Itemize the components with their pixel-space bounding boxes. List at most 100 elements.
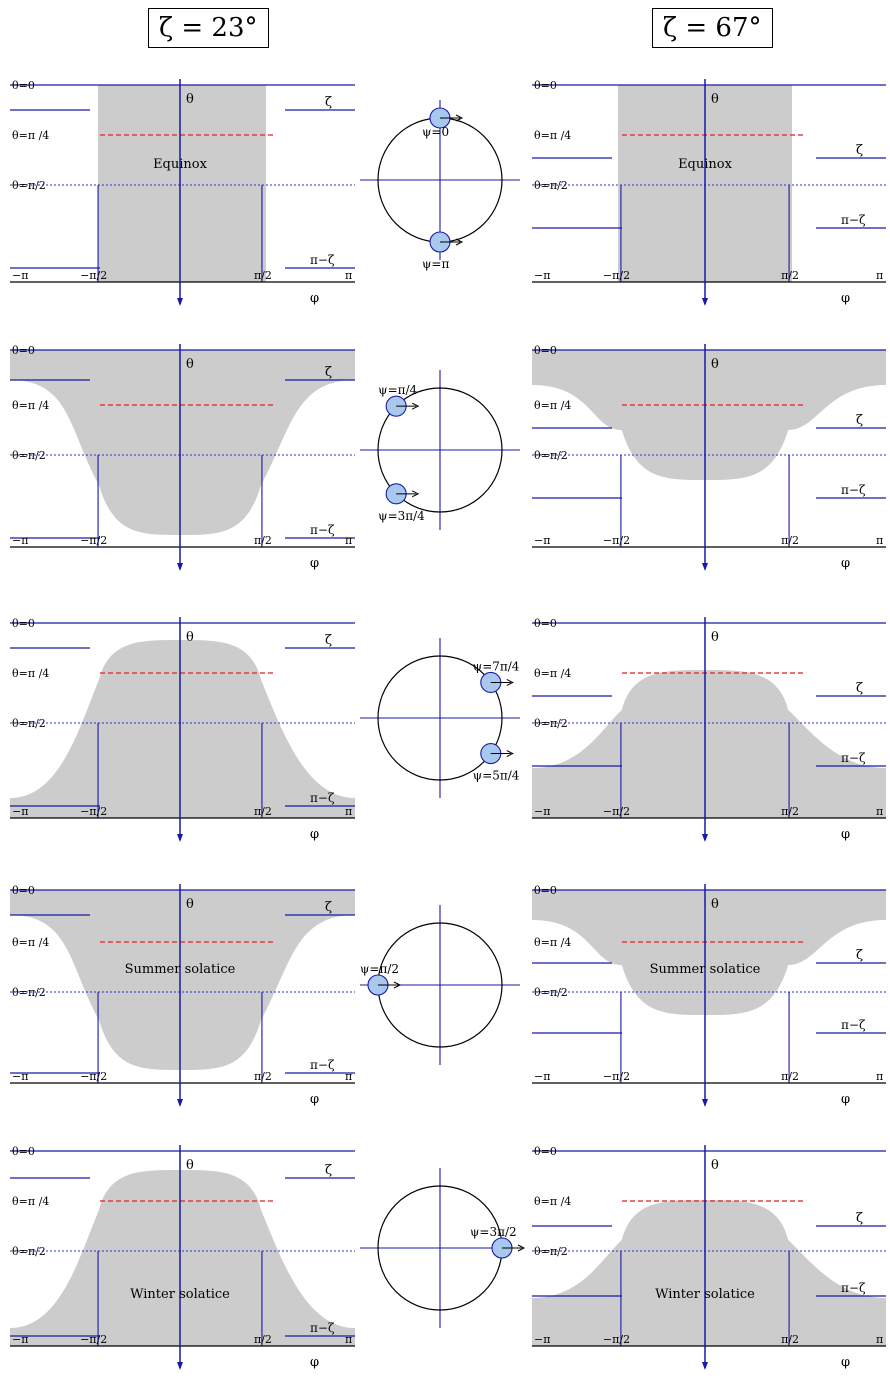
theta-axis-arrowhead — [702, 563, 708, 571]
tick-minus-pi-over-2: −π/2 — [80, 1070, 107, 1083]
tick-pi: π — [876, 269, 883, 282]
planet-arrowhead — [506, 750, 514, 758]
label-phi-axis: φ — [841, 827, 850, 842]
label-theta-pi-over-4: θ=π /4 — [12, 129, 49, 142]
tick-minus-pi-over-2: −π/2 — [603, 534, 630, 547]
shaded-region — [98, 85, 266, 282]
label-theta-zero: θ=0 — [12, 617, 35, 630]
label-phi-axis: φ — [310, 1092, 319, 1107]
tick-minus-pi: −π — [12, 805, 28, 818]
label-theta-axis: θ — [711, 897, 719, 912]
label-theta-pi-over-2: θ=π/2 — [534, 1245, 568, 1258]
label-phi-axis: φ — [841, 556, 850, 571]
tick-pi-over-2: π/2 — [781, 1070, 799, 1083]
header-zeta-67: ζ = 67° — [652, 8, 773, 48]
label-phi-axis: φ — [310, 1355, 319, 1370]
tick-pi-over-2: π/2 — [254, 269, 272, 282]
orbit-row-2: ψ=π/4ψ=3π/4 — [360, 370, 520, 530]
label-zeta: ζ — [856, 681, 863, 696]
tick-pi: π — [345, 1333, 352, 1346]
theta-axis-arrowhead — [702, 1099, 708, 1107]
theta-axis-arrowhead — [702, 298, 708, 306]
planet-arrowhead — [393, 981, 402, 989]
label-theta-pi-over-4: θ=π /4 — [12, 399, 49, 412]
label-zeta: ζ — [856, 413, 863, 428]
label-zeta: ζ — [325, 365, 332, 380]
label-pi-minus-zeta: π−ζ — [310, 523, 335, 537]
orbit-row-5: ψ=3π/2 — [360, 1168, 526, 1328]
orbit-marker-label: ψ=π — [422, 257, 449, 271]
planet-arrowhead — [455, 114, 464, 122]
orbit-row-4: ψ=π/2 — [360, 905, 520, 1065]
theta-axis-arrowhead — [177, 298, 183, 306]
label-phi-axis: φ — [841, 291, 850, 306]
label-pi-minus-zeta: π−ζ — [841, 751, 866, 765]
tick-pi: π — [345, 805, 352, 818]
tick-minus-pi: −π — [534, 534, 550, 547]
orbit-row-1: ψ=0ψ=π — [360, 100, 520, 271]
tick-pi-over-2: π/2 — [254, 805, 272, 818]
tick-minus-pi: −π — [12, 1333, 28, 1346]
label-theta-pi-over-2: θ=π/2 — [534, 179, 568, 192]
theta-axis-arrowhead — [702, 1362, 708, 1370]
label-theta-pi-over-2: θ=π/2 — [12, 179, 46, 192]
tick-pi-over-2: π/2 — [254, 1070, 272, 1083]
tick-pi-over-2: π/2 — [781, 269, 799, 282]
theta-axis-arrowhead — [702, 834, 708, 842]
planet-arrowhead — [411, 402, 420, 410]
label-theta-zero: θ=0 — [12, 79, 35, 92]
label-theta-zero: θ=0 — [12, 1145, 35, 1158]
tick-minus-pi: −π — [12, 534, 28, 547]
caption-season: Winter solatice — [655, 1287, 755, 1302]
label-theta-zero: θ=0 — [12, 344, 35, 357]
label-theta-axis: θ — [186, 897, 194, 912]
label-theta-pi-over-4: θ=π /4 — [12, 936, 49, 949]
label-pi-minus-zeta: π−ζ — [310, 253, 335, 267]
label-phi-axis: φ — [310, 291, 319, 306]
planet-arrowhead — [455, 238, 464, 246]
label-theta-zero: θ=0 — [534, 344, 557, 357]
shaded-region — [532, 670, 886, 818]
tick-pi: π — [876, 534, 883, 547]
orbit-marker-label: ψ=3π/2 — [470, 1225, 517, 1239]
label-theta-pi-over-4: θ=π /4 — [12, 1195, 49, 1208]
tick-minus-pi-over-2: −π/2 — [603, 1333, 630, 1346]
label-zeta: ζ — [856, 143, 863, 158]
label-theta-axis: θ — [711, 92, 719, 107]
label-phi-axis: φ — [841, 1092, 850, 1107]
label-theta-axis: θ — [711, 630, 719, 645]
planet-arrowhead — [411, 490, 420, 498]
label-theta-pi-over-4: θ=π /4 — [12, 667, 49, 680]
label-zeta: ζ — [325, 633, 332, 648]
label-theta-pi-over-4: θ=π /4 — [534, 129, 571, 142]
label-theta-axis: θ — [711, 357, 719, 372]
theta-axis-arrowhead — [177, 563, 183, 571]
shaded-region — [10, 890, 355, 1070]
label-theta-pi-over-2: θ=π/2 — [12, 1245, 46, 1258]
label-pi-minus-zeta: π−ζ — [841, 483, 866, 497]
shaded-region — [532, 1200, 886, 1346]
tick-minus-pi: −π — [534, 1333, 550, 1346]
label-pi-minus-zeta: π−ζ — [841, 1018, 866, 1032]
theta-axis-arrowhead — [177, 834, 183, 842]
label-theta-zero: θ=0 — [534, 617, 557, 630]
tick-minus-pi-over-2: −π/2 — [80, 534, 107, 547]
tick-pi: π — [876, 1333, 883, 1346]
caption-season: Equinox — [153, 157, 208, 172]
label-theta-zero: θ=0 — [534, 79, 557, 92]
tick-minus-pi: −π — [12, 1070, 28, 1083]
tick-minus-pi: −π — [534, 269, 550, 282]
label-theta-axis: θ — [186, 630, 194, 645]
